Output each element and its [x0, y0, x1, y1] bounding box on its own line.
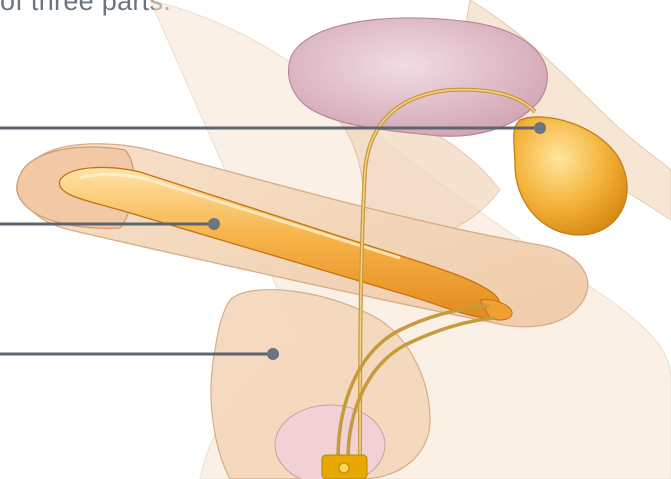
leader-pump-dot — [267, 348, 279, 360]
leader-cylinders-dot — [208, 218, 220, 230]
leader-reservoir-dot — [534, 122, 546, 134]
pump-connector-bolt — [339, 463, 349, 473]
